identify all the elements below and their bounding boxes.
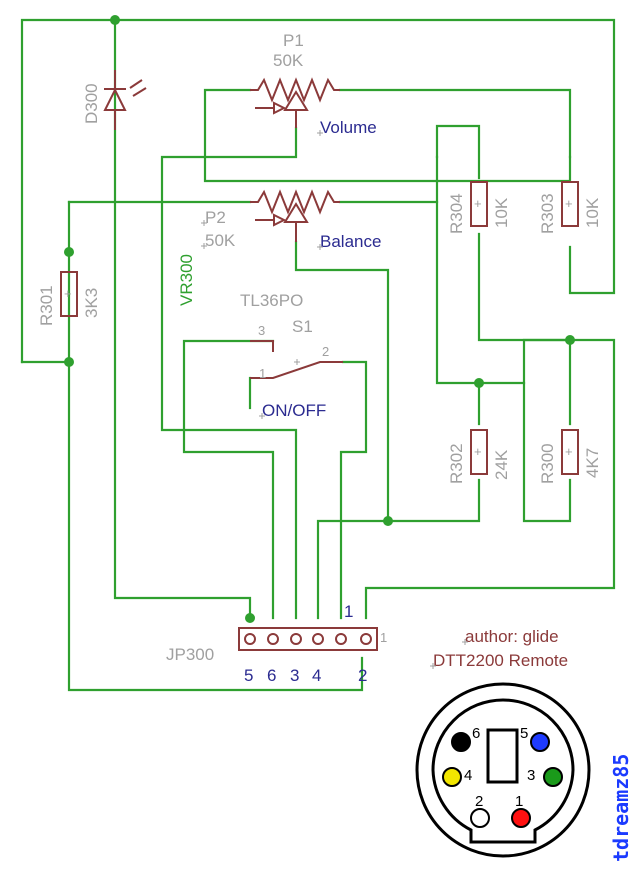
din-pin-6-label: 6 (472, 725, 480, 742)
junction-dot (474, 378, 484, 388)
r303-name: R303 (538, 193, 557, 234)
led-d300[interactable]: D300 (82, 70, 147, 130)
resistor-r304[interactable]: + R304 10K (447, 181, 511, 234)
wire-r301 (67, 200, 364, 692)
switch-s1[interactable]: TL36PO S1 3 1 2 ON/OFF (240, 291, 343, 420)
p1-value: 50K (273, 51, 304, 70)
din-pin-6 (451, 732, 471, 752)
jp300-pin-label: 5 (244, 666, 253, 685)
r302-name: R302 (447, 443, 466, 484)
jp300-side-label: 1 (380, 630, 387, 645)
d300-label: D300 (82, 83, 101, 124)
svg-text:+: + (474, 196, 482, 211)
resistor-r300[interactable]: + R300 4K7 (538, 429, 602, 484)
wire-r302-low (316, 478, 481, 620)
signature-label: tdreamz85 (609, 754, 633, 862)
junction-dot (64, 357, 74, 367)
junction-dot (565, 335, 575, 345)
r303-value: 10K (583, 197, 602, 228)
potentiometer-p1[interactable]: P1 50K Volume (250, 31, 377, 137)
header-jp300[interactable]: JP300 1 1 5 6 3 4 2 (166, 602, 387, 685)
s1-pin1: 1 (259, 366, 266, 381)
s1-pin3: 3 (258, 323, 265, 338)
r301-name: R301 (37, 285, 56, 326)
junction-dot (383, 516, 393, 526)
din-pin-4-label: 4 (464, 767, 472, 784)
wire-top-loop (20, 18, 616, 364)
din-pin-3 (543, 767, 563, 787)
jp300-name: JP300 (166, 645, 214, 664)
resistor-r303[interactable]: + R303 10K (538, 181, 602, 234)
din-pin-1 (511, 808, 531, 828)
wire-p1-wiper (160, 126, 298, 620)
junctions (64, 15, 575, 623)
s1-name: S1 (292, 317, 313, 336)
wire-r304-low (364, 232, 616, 620)
jp300-pin-label: 6 (267, 666, 276, 685)
din-pin-1-label: 1 (515, 793, 523, 810)
jp300-top-label: 1 (344, 602, 353, 621)
p1-name: P1 (283, 31, 304, 50)
din-connector: 6 5 4 3 2 1 (415, 682, 591, 858)
author-label: author: glide (465, 627, 559, 646)
p2-name: P2 (205, 208, 226, 227)
wires (20, 18, 616, 692)
din-pin-5 (530, 732, 550, 752)
s1-net-label: ON/OFF (262, 401, 326, 420)
wire-p1-left (203, 88, 572, 183)
wire-p2-right (338, 200, 481, 426)
s1-part: TL36PO (240, 291, 303, 310)
r304-value: 10K (492, 197, 511, 228)
p1-net-label: Volume (320, 118, 377, 137)
vr300-label: VR300 (177, 254, 196, 306)
din-pin-5-label: 5 (520, 725, 528, 742)
wire-p2-wiper (294, 240, 390, 523)
junction-dot (245, 613, 255, 623)
junction-dot (64, 247, 74, 257)
p2-value: 50K (205, 231, 236, 250)
origin-markers (201, 130, 468, 669)
din-pin-3-label: 3 (527, 767, 535, 784)
resistor-r302[interactable]: + R302 24K (447, 429, 511, 484)
s1-pin2: 2 (322, 344, 329, 359)
wire-r300-low (522, 381, 572, 523)
svg-text:+: + (565, 444, 573, 459)
wire-p1-right (338, 88, 572, 159)
din-pin-2-label: 2 (475, 793, 483, 810)
svg-text:+: + (474, 444, 482, 459)
wire-s1-pin3 (182, 339, 275, 620)
svg-text:+: + (64, 286, 72, 301)
r301-value: 3K3 (82, 288, 101, 318)
jp300-pin-label: 2 (358, 666, 367, 685)
jp300-pin-label: 4 (312, 666, 321, 685)
r302-value: 24K (492, 449, 511, 480)
r300-value: 4K7 (583, 448, 602, 478)
din-pin-4 (442, 767, 462, 787)
svg-text:+: + (565, 196, 573, 211)
jp300-pin-label: 3 (290, 666, 299, 685)
project-label: DTT2200 Remote (433, 651, 568, 670)
r304-name: R304 (447, 193, 466, 234)
p2-net-label: Balance (320, 232, 381, 251)
resistor-r301[interactable]: + R301 3K3 (37, 271, 101, 326)
junction-dot (110, 15, 120, 25)
din-pin-2 (470, 808, 490, 828)
wire-r300-top (477, 338, 572, 426)
wire-r304 (435, 124, 481, 180)
author-notes: author: glide DTT2200 Remote (433, 627, 568, 670)
potentiometer-p2[interactable]: P2 50K Balance (205, 189, 381, 251)
r300-name: R300 (538, 443, 557, 484)
wire-d300 (113, 18, 252, 620)
wire-s1-pin2 (339, 360, 368, 620)
